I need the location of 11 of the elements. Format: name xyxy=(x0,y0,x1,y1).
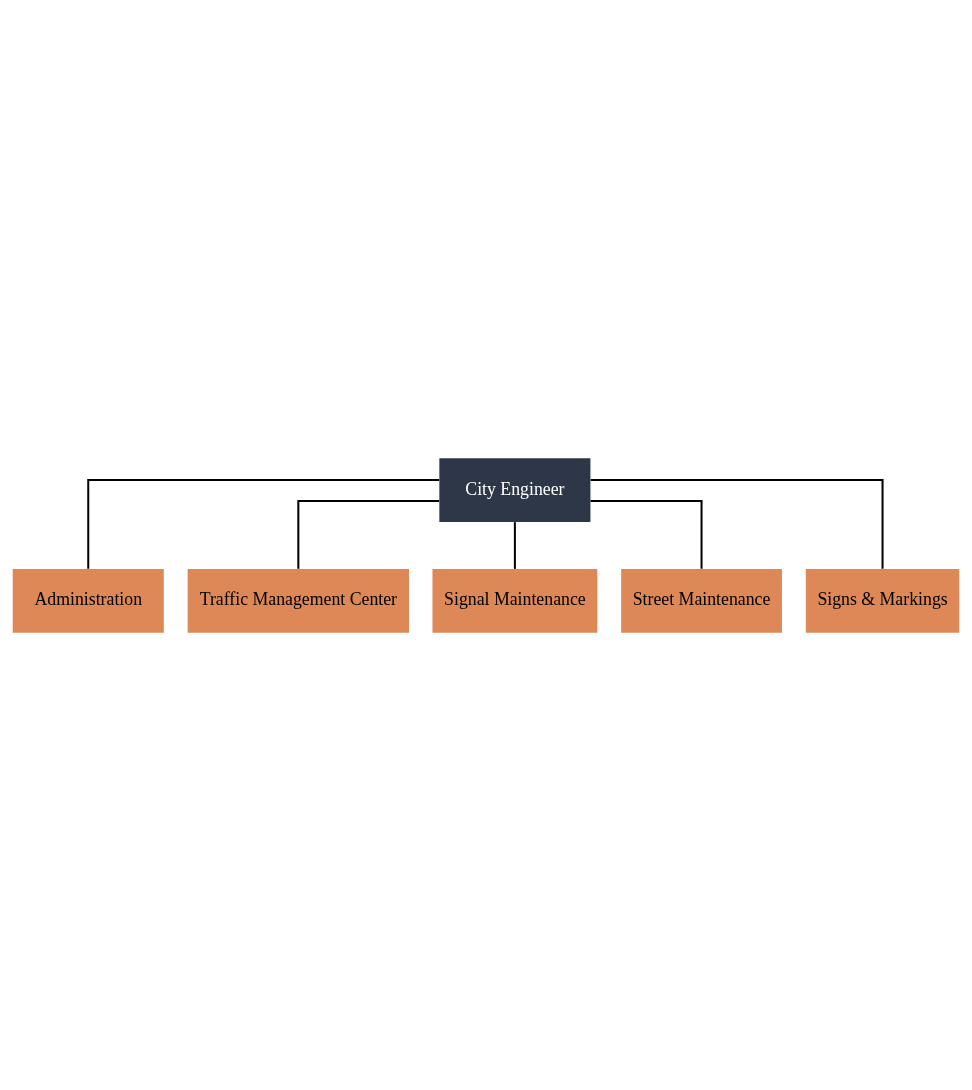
connector xyxy=(590,478,884,569)
connector xyxy=(590,499,703,569)
node-box: City Engineer xyxy=(439,457,591,522)
node-box: Street Maintenance xyxy=(621,568,782,633)
node-box: Traffic Management Center xyxy=(187,568,410,633)
node-box: Signs & Markings xyxy=(805,568,960,633)
node-box: Signal Maintenance xyxy=(432,568,598,633)
node-box: Administration xyxy=(12,568,164,633)
connector xyxy=(513,521,516,569)
connector xyxy=(87,478,440,569)
connector xyxy=(297,499,440,569)
